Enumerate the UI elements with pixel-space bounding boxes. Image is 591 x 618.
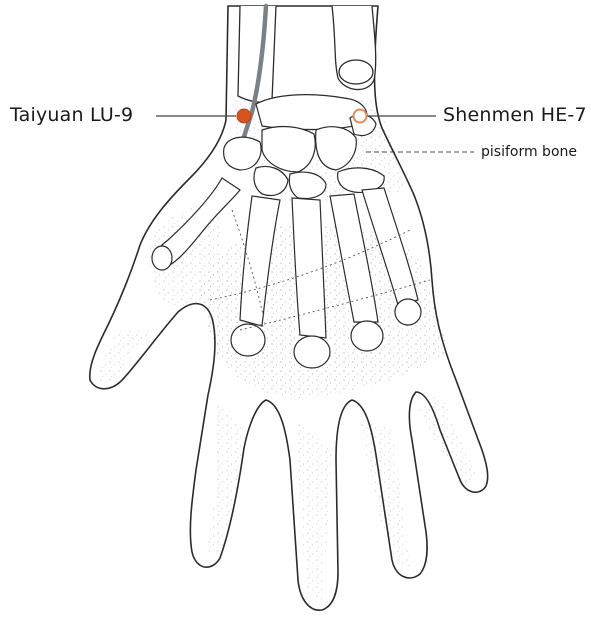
pisiform-bone-label: pisiform bone <box>481 144 577 160</box>
lu9-label: Taiyuan LU-9 <box>10 104 133 126</box>
he7-label: Shenmen HE-7 <box>443 104 587 126</box>
lu9-point-marker[interactable] <box>237 109 251 123</box>
he7-point-marker[interactable] <box>354 110 367 123</box>
